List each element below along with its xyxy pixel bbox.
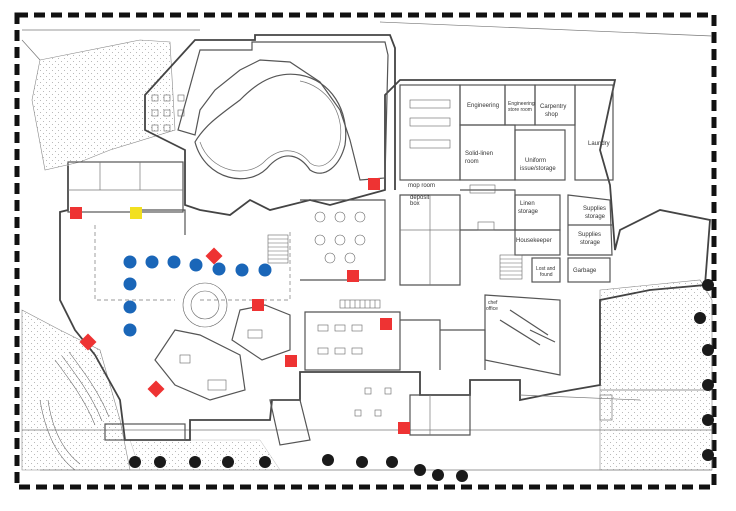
- label-engineering: Engineering: [467, 103, 499, 109]
- furniture: [151, 94, 496, 417]
- label-engineering-store-1: Engineering: [508, 101, 535, 107]
- label-supplies1-2: storage: [585, 214, 606, 220]
- label-linen-1: Linen: [520, 201, 535, 207]
- label-supplies2-1: Supplies: [578, 232, 601, 238]
- blue-marker: [189, 258, 203, 272]
- label-engineering-store-2: store room: [508, 107, 532, 113]
- label-carpentry-2: shop: [545, 112, 559, 118]
- label-solid-linen-1: Solid-linen: [465, 151, 493, 157]
- red-marker: [252, 299, 264, 311]
- label-solid-linen-2: room: [465, 159, 479, 165]
- label-housekeeper: Housekeeper: [516, 238, 552, 244]
- blue-marker: [212, 262, 226, 276]
- red-marker: [347, 270, 359, 282]
- yellow-marker: [130, 207, 142, 219]
- room-labels: Engineering Engineering store room Carpe…: [408, 101, 610, 312]
- building-walls: [39, 34, 711, 471]
- label-chef-2: office: [486, 306, 498, 312]
- blue-marker: [167, 255, 181, 269]
- label-garbage: Garbage: [573, 268, 597, 274]
- label-uniform-1: Uniform: [525, 158, 546, 164]
- blue-marker: [235, 263, 249, 277]
- landscaping: [21, 39, 713, 471]
- label-laundry: Laundry: [588, 141, 610, 147]
- label-deposit-1: deposit: [410, 195, 430, 201]
- blue-marker: [123, 300, 137, 314]
- blue-marker: [258, 263, 272, 277]
- red-marker: [380, 318, 392, 330]
- label-supplies2-2: storage: [580, 240, 601, 246]
- blue-marker: [123, 255, 137, 269]
- label-supplies1-1: Supplies: [583, 206, 606, 212]
- red-marker: [79, 333, 97, 351]
- label-chef-1: chef: [488, 300, 498, 306]
- red-markers: [70, 178, 410, 434]
- label-uniform-2: issue/storage: [520, 166, 556, 172]
- label-lost-found-1: Lost and: [536, 266, 555, 272]
- blue-markers: [123, 255, 272, 337]
- red-marker: [285, 355, 297, 367]
- trees: [129, 279, 714, 482]
- red-marker: [70, 207, 82, 219]
- label-carpentry-1: Carpentry: [540, 104, 566, 110]
- label-linen-2: storage: [518, 209, 539, 215]
- label-mop-room: mop room: [408, 183, 435, 189]
- blue-marker: [123, 323, 137, 337]
- blue-marker: [123, 277, 137, 291]
- red-marker: [205, 247, 223, 265]
- site-boundary: [14, 12, 717, 490]
- red-marker: [368, 178, 380, 190]
- blue-marker: [145, 255, 159, 269]
- label-lost-found-2: found: [540, 272, 553, 278]
- red-marker: [398, 422, 410, 434]
- label-deposit-2: box: [410, 201, 420, 207]
- red-marker: [147, 380, 165, 398]
